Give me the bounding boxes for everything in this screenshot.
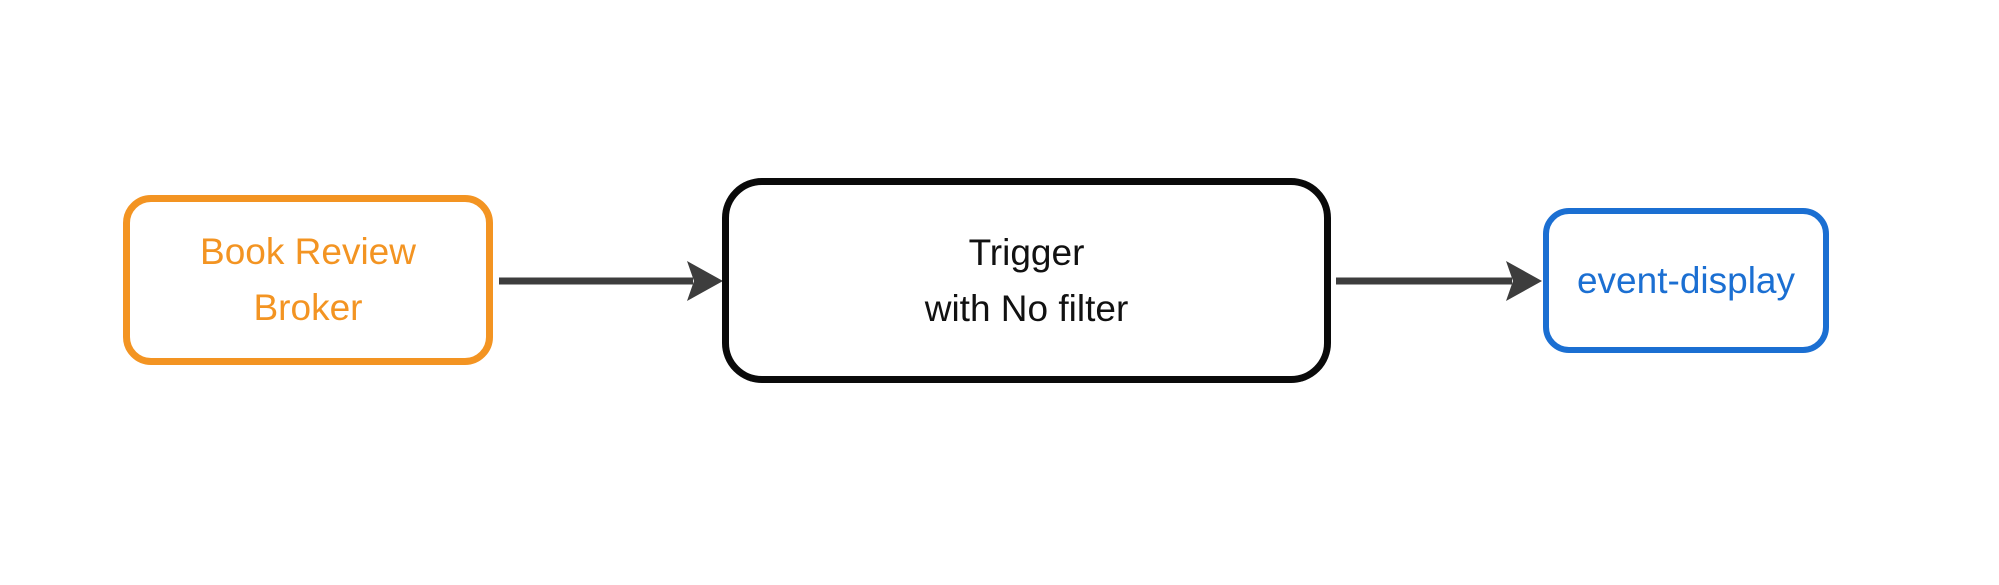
arrowhead-icon — [687, 261, 723, 301]
arrow-broker-to-trigger — [499, 261, 723, 301]
node-broker-label-line1: Book Review — [200, 231, 416, 272]
arrow-trigger-to-event-display — [1336, 261, 1542, 301]
node-book-review-broker: Book Review Broker — [123, 195, 493, 365]
node-event-display-label: event-display — [1576, 259, 1795, 301]
node-trigger-label-line2: with No filter — [924, 287, 1129, 329]
node-trigger-label-line1: Trigger — [968, 231, 1085, 273]
node-event-display: event-display — [1543, 208, 1829, 353]
arrowhead-icon — [1506, 261, 1542, 301]
node-broker-label-line2: Broker — [253, 287, 363, 328]
node-trigger: Trigger with No filter — [722, 178, 1331, 383]
